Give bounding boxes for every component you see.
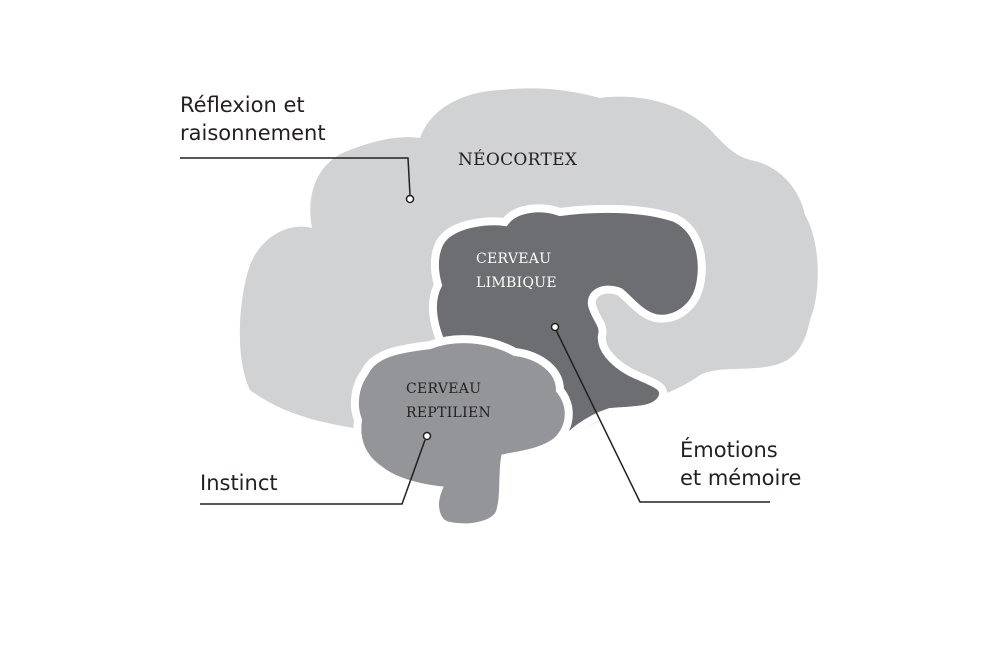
- reptilian-label: CERVEAU REPTILIEN: [406, 377, 491, 425]
- leader-lines: [180, 157, 770, 505]
- limbic-label-line1: CERVEAU: [476, 251, 552, 267]
- reptilian-label-line2: REPTILIEN: [406, 405, 492, 421]
- limbic-label: CERVEAU LIMBIQUE: [476, 247, 557, 295]
- leader-line-neocortex: [180, 157, 411, 196]
- callout-limbic-line2: et mémoire: [680, 466, 802, 490]
- leader-line-limbic: [555, 329, 770, 503]
- anchor-dot-limbic: [550, 322, 560, 332]
- callout-neocortex: Réflexion et raisonnement: [180, 91, 326, 147]
- reptilian-label-line1: CERVEAU: [406, 381, 482, 397]
- callout-limbic-line1: Émotions: [680, 438, 778, 462]
- neocortex-label: NÉOCORTEX: [458, 150, 578, 170]
- callout-reptilian-line1: Instinct: [200, 471, 278, 495]
- callout-limbic: Émotions et mémoire: [680, 436, 801, 492]
- reptilian-shape: [350, 335, 573, 532]
- anchor-dot-reptilian: [422, 431, 432, 441]
- limbic-label-line2: LIMBIQUE: [476, 275, 557, 291]
- callout-neocortex-line2: raisonnement: [180, 121, 326, 145]
- callout-reptilian: Instinct: [200, 469, 278, 497]
- leader-line-reptilian: [200, 439, 426, 505]
- callout-neocortex-line1: Réflexion et: [180, 93, 305, 117]
- anchor-dot-neocortex: [405, 194, 415, 204]
